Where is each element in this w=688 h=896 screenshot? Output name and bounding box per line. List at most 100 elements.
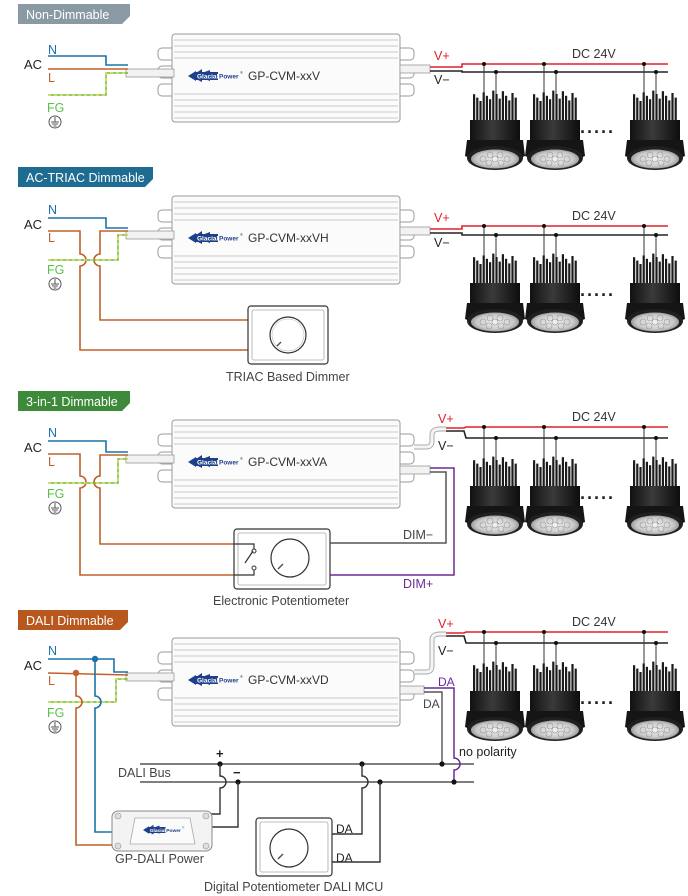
heatsink-fin [489, 99, 492, 138]
heatsink-fin [545, 461, 548, 504]
ground-icon [48, 115, 62, 129]
da-label: DA [423, 697, 440, 711]
heatsink-fin [639, 101, 642, 138]
more-lamps-ellipsis: ····· [580, 122, 615, 142]
live-label: L [48, 71, 55, 85]
heatsink-fin [533, 257, 536, 301]
neutral-to-dali-power [94, 659, 112, 833]
svg-text:Glacial: Glacial [197, 74, 219, 81]
junction-dot [542, 425, 546, 429]
dimmer-knob[interactable] [269, 316, 307, 354]
svg-text:Power: Power [219, 236, 239, 243]
svg-text:Glacial: Glacial [197, 678, 219, 685]
heatsink-fin [539, 101, 542, 138]
junction-dot [482, 630, 486, 634]
heatsink-fin [508, 671, 511, 709]
junction-dot [542, 224, 546, 228]
heatsink-fin [542, 458, 545, 504]
heatsink-fin [536, 463, 539, 504]
heatsink-fin [473, 665, 476, 709]
ground-icon [48, 720, 62, 734]
dc-voltage-label: DC 24V [572, 615, 616, 629]
led-chip [479, 726, 487, 734]
led-chip [646, 517, 654, 525]
vminus-wire [430, 70, 668, 73]
led-chip [645, 322, 653, 330]
junction-dot [654, 436, 658, 440]
heatsink-fin [476, 97, 479, 138]
heatsink-fin [561, 91, 564, 138]
led-lamp [625, 90, 685, 170]
driver-da-wire-purple [424, 687, 461, 782]
heatsink-fin [636, 260, 639, 301]
junction-dot [482, 425, 486, 429]
live-label: L [48, 231, 55, 245]
heatsink-fin [649, 670, 652, 709]
mcu-plate [259, 821, 329, 873]
heatsink-fin [639, 264, 642, 301]
heatsink-fin [549, 670, 552, 709]
mcu-knob[interactable] [269, 828, 309, 868]
lamp-lens [471, 312, 519, 332]
mcu-da-wire [332, 782, 381, 863]
potentiometer-knob[interactable] [270, 538, 310, 578]
heatsink-fin [574, 463, 577, 504]
heatsink-fin [495, 94, 498, 138]
heatsink-fin [571, 664, 574, 709]
section-header-badge [18, 4, 130, 24]
neutral-label: N [48, 203, 57, 217]
heatsink-fin [485, 666, 488, 709]
heatsink-fin [561, 457, 564, 504]
junction-dot [494, 233, 498, 237]
neutral-wire [48, 658, 128, 673]
heatsink-fin [492, 456, 495, 504]
heatsink-fin [568, 671, 571, 709]
heatsink-fin [674, 260, 677, 301]
heatsink-fin [655, 257, 658, 301]
heatsink-fin [645, 258, 648, 301]
led-chip [503, 155, 511, 163]
heatsink-fin [482, 458, 485, 504]
heatsink-fin [565, 95, 568, 138]
mcu-da-label: DA [336, 851, 353, 865]
lamp-lens [471, 149, 519, 169]
heatsink-fin [482, 92, 485, 138]
heatsink-fin [489, 670, 492, 709]
led-chip [656, 517, 664, 525]
led-chip [539, 726, 547, 734]
switch-contact [251, 565, 257, 571]
led-chip [551, 155, 559, 163]
junction-dot [642, 425, 646, 429]
heatsink-fin [476, 463, 479, 504]
screw [202, 842, 210, 850]
heatsink-fin [545, 95, 548, 138]
live-wire [47, 672, 129, 676]
section-header: 3-in-1 Dimmable [18, 391, 130, 411]
output-wiring: V+V−DC 24V····· [414, 410, 685, 536]
neutral-label: N [48, 644, 57, 658]
heatsink-fin [498, 261, 501, 301]
heatsink-fin [479, 264, 482, 301]
live-wire-from-potentiometer [93, 454, 234, 545]
led-chip [503, 521, 511, 529]
heatsink-fin [655, 665, 658, 709]
heatsink-fin [495, 460, 498, 504]
led-chip [656, 151, 664, 159]
lamp-lens [631, 515, 679, 535]
bus-minus-label: − [233, 765, 241, 780]
section-header-badge [18, 610, 128, 630]
led-chip [663, 155, 671, 163]
svg-text:®: ® [240, 232, 243, 237]
heatsink-fin [674, 463, 677, 504]
vplus-wire [430, 225, 668, 230]
led-chip [556, 722, 564, 730]
junction-dot [451, 779, 457, 785]
potentiometer-plate [237, 532, 327, 586]
vminus-label: V− [434, 236, 450, 250]
